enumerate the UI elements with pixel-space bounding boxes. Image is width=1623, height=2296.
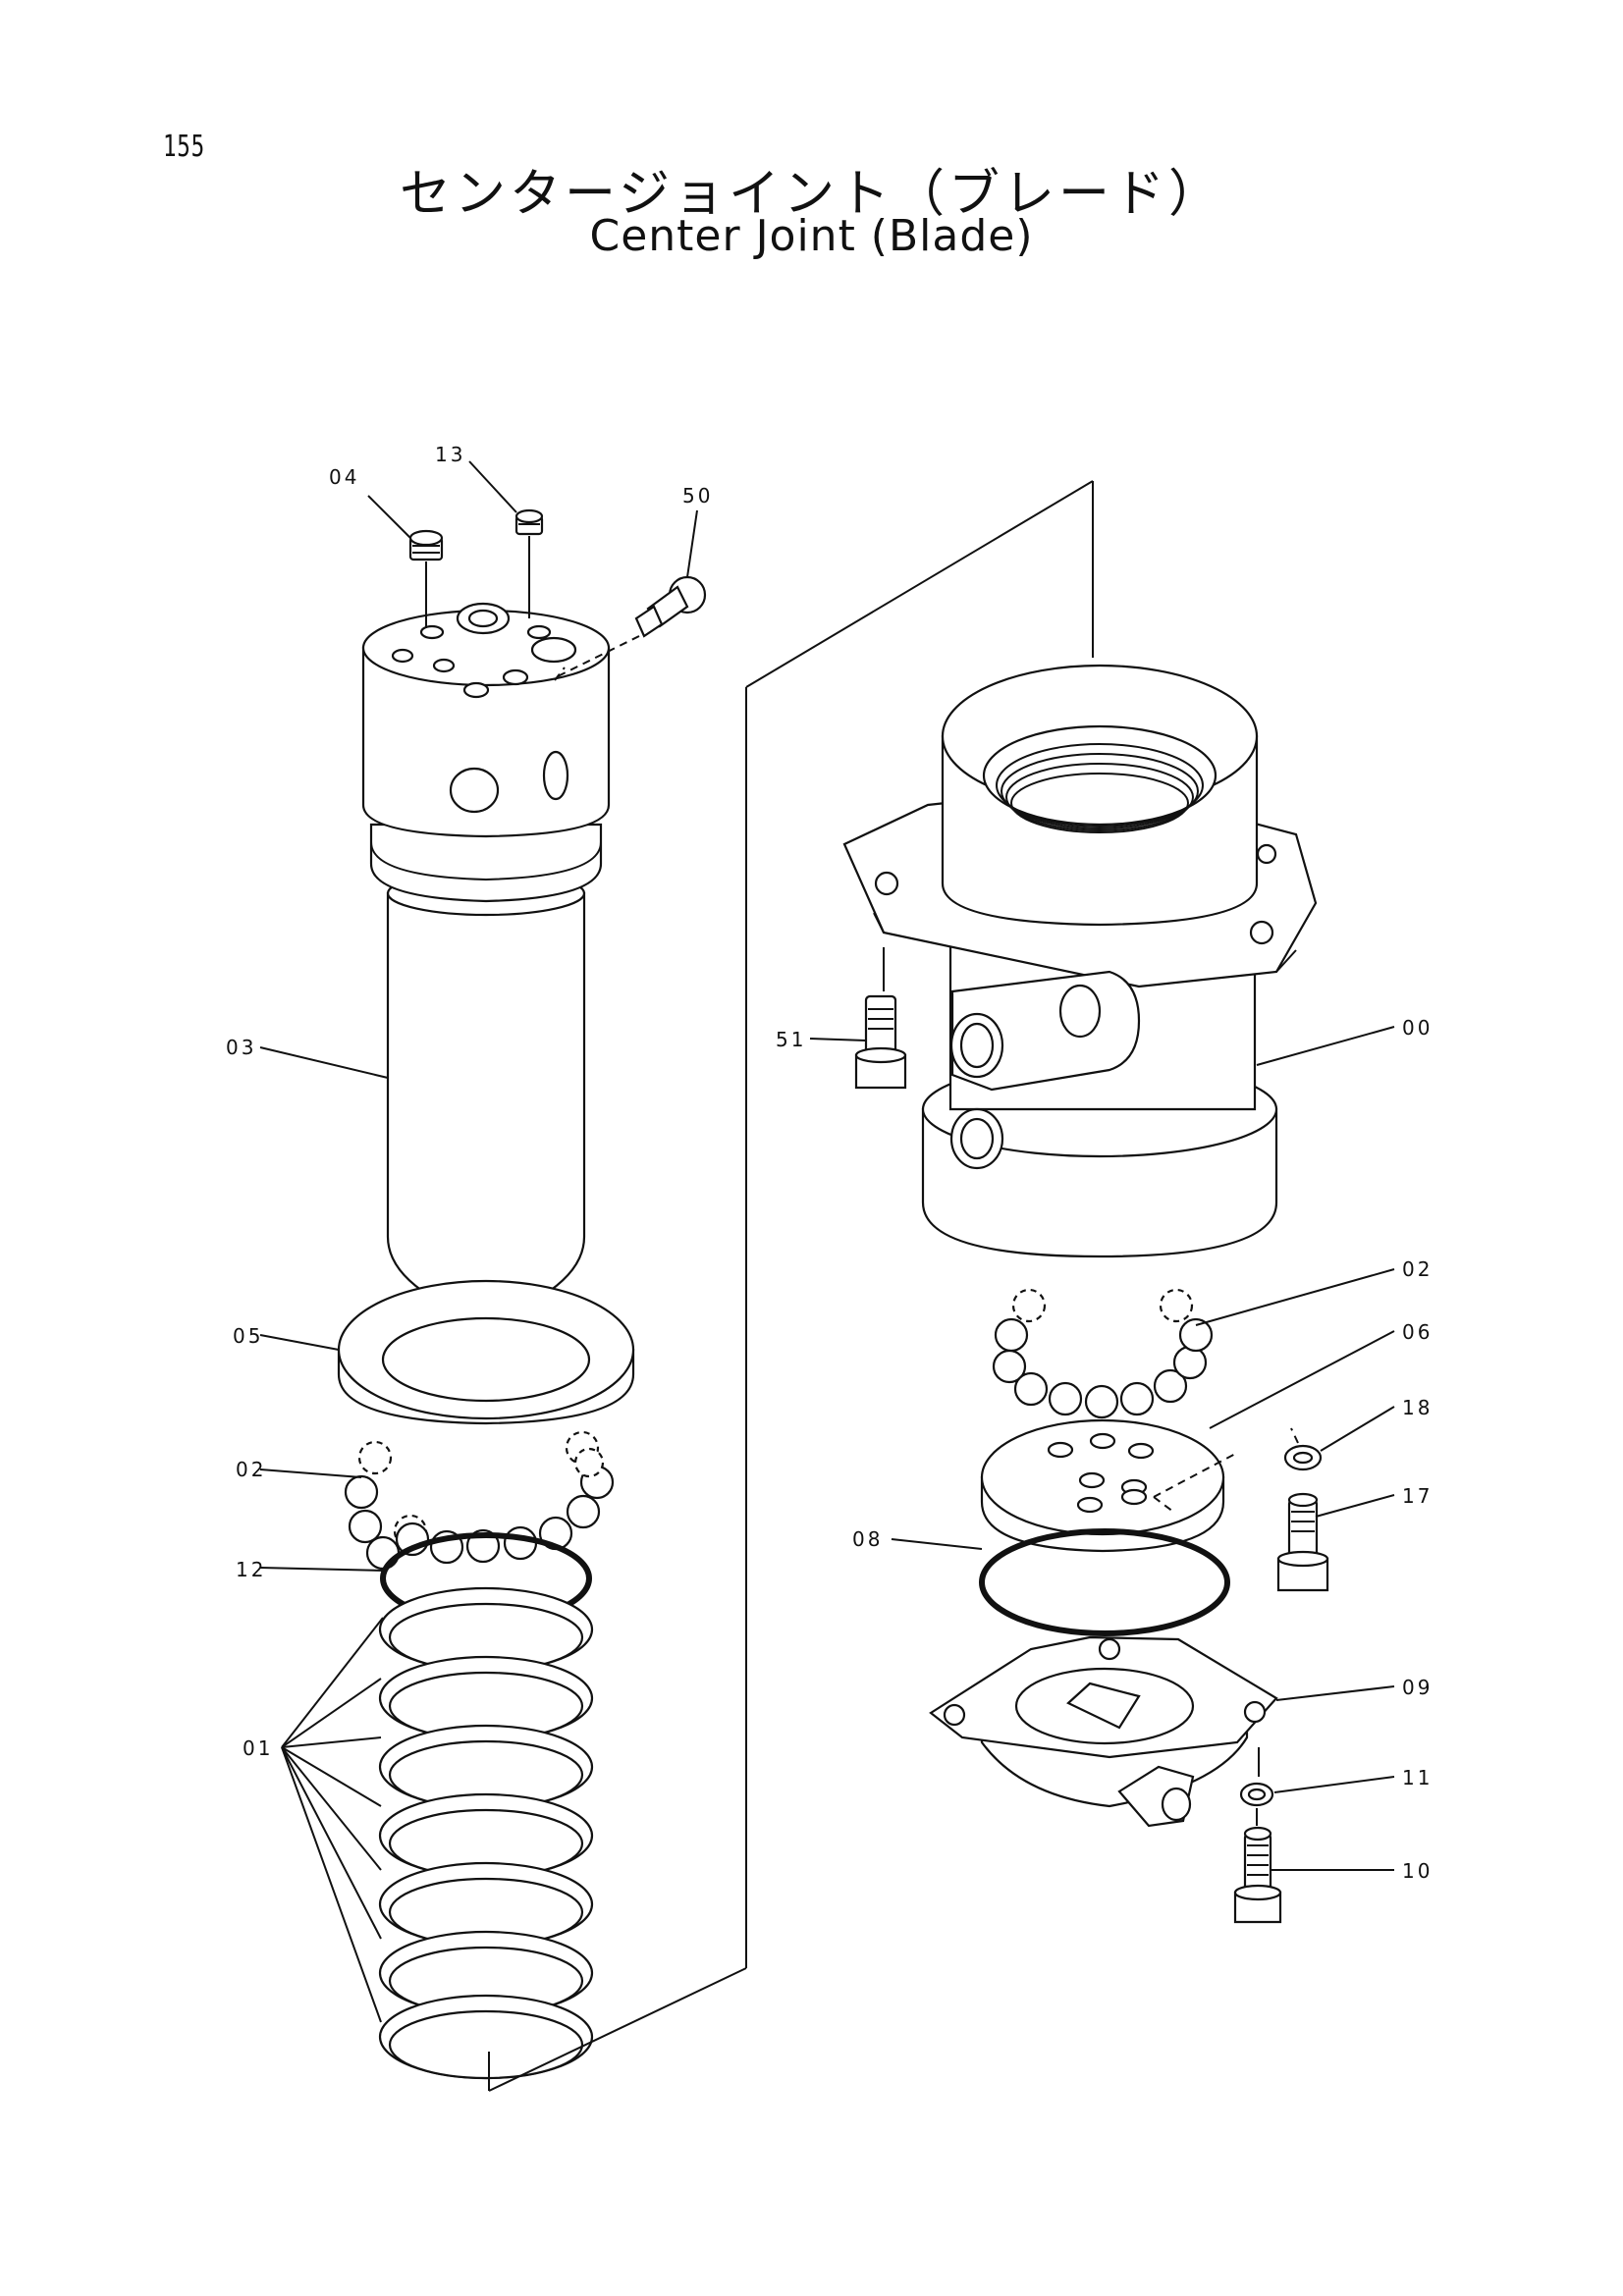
label-00: 00: [1402, 1016, 1433, 1040]
title-english: Center Joint (Blade): [589, 211, 1034, 261]
spindle-part-03: [361, 602, 611, 1305]
part-labels: 04 13 50 03 05 02 12 01 51 00 02 06 18 1…: [226, 443, 1433, 1883]
o-ring-part-08: [979, 1528, 1230, 1636]
title-japanese: センタージョイント（ブレード）: [400, 165, 1223, 224]
label-12: 12: [236, 1558, 266, 1581]
label-51: 51: [776, 1028, 806, 1051]
label-50: 50: [682, 484, 713, 507]
washer-part-11: [1239, 1747, 1274, 1807]
label-11: 11: [1402, 1766, 1433, 1789]
label-18: 18: [1402, 1396, 1433, 1419]
seal-rings-part-01: [378, 1586, 594, 2080]
housing-part-00: [842, 664, 1318, 1258]
plug-part-13: [514, 508, 544, 618]
page-number: 155: [163, 130, 205, 164]
label-10: 10: [1402, 1859, 1433, 1883]
label-06: 06: [1402, 1320, 1433, 1344]
bolt-part-17: [1276, 1492, 1329, 1592]
steel-balls-part-02-left: [344, 1430, 615, 1571]
label-17: 17: [1402, 1484, 1433, 1508]
washer-part-18: [1283, 1427, 1323, 1471]
label-13: 13: [435, 443, 465, 466]
leader-lines: [259, 460, 1395, 2023]
label-04: 04: [329, 465, 359, 489]
cover-part-09: [929, 1635, 1278, 1828]
label-05: 05: [233, 1324, 263, 1348]
assembly-guide-lines: [488, 480, 1094, 2092]
label-09: 09: [1402, 1676, 1433, 1699]
thrust-washer-part-05: [337, 1279, 635, 1425]
plate-part-06: [980, 1418, 1238, 1553]
label-02-left: 02: [236, 1458, 266, 1481]
bolt-part-10: [1233, 1808, 1282, 1924]
label-03: 03: [226, 1036, 256, 1059]
label-02-right: 02: [1402, 1257, 1433, 1281]
grease-fitting-part-50: [555, 575, 707, 678]
label-01: 01: [243, 1736, 273, 1760]
steel-balls-part-02-right: [992, 1288, 1214, 1419]
bolt-part-51: [854, 994, 907, 1090]
label-08: 08: [852, 1527, 883, 1551]
